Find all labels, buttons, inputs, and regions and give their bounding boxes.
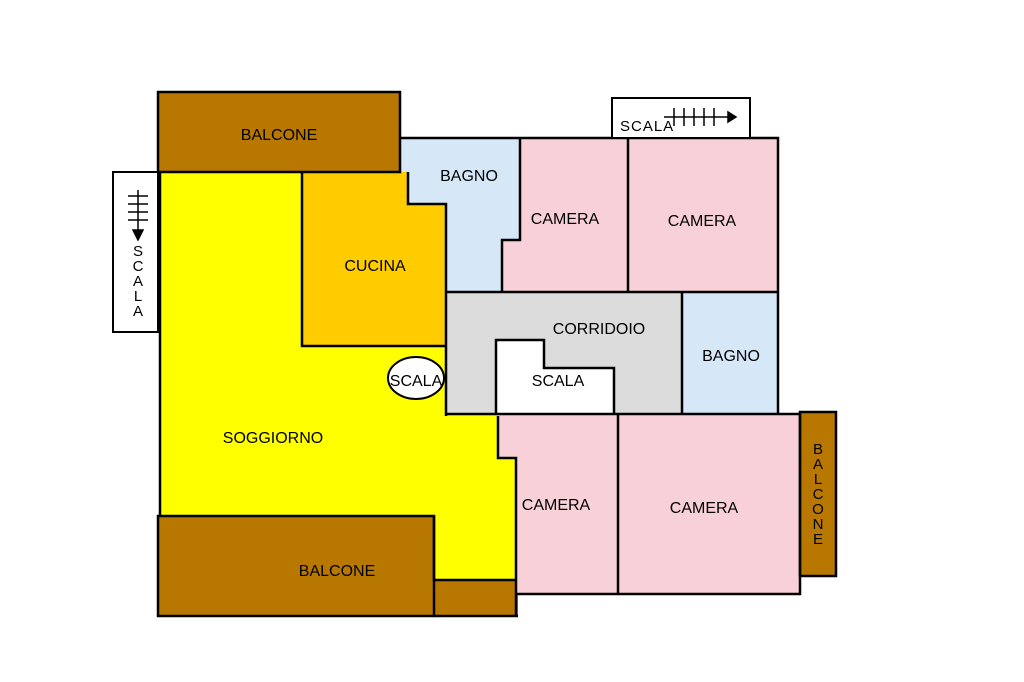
label-camera-3: CAMERA	[522, 497, 591, 514]
label-balcone-top: BALCONE	[241, 127, 317, 144]
label-camera-4: CAMERA	[670, 500, 739, 517]
label-scala-oval: SCALA	[390, 373, 443, 390]
label-balcone-bottom: BALCONE	[299, 563, 375, 580]
label-scala-top: SCALA	[620, 118, 674, 135]
walls	[156, 90, 838, 618]
soggiorno-area	[160, 172, 516, 580]
bagno-top-area	[400, 138, 520, 292]
label-soggiorno: SOGGIORNO	[223, 430, 323, 447]
label-camera-2: CAMERA	[668, 213, 737, 230]
balcone-right-area	[800, 412, 836, 576]
label-bagno-top: BAGNO	[440, 168, 498, 185]
camera-1-area	[502, 138, 628, 292]
label-camera-1: CAMERA	[531, 211, 600, 228]
camera-2-area	[628, 138, 778, 292]
balcone-top-area	[158, 92, 400, 172]
bagno-right-area	[682, 292, 778, 414]
stair-arrow-right-icon	[664, 108, 738, 126]
balcone-bottom-ext-area	[434, 580, 518, 616]
stair-arrow-down-icon	[128, 190, 148, 242]
cucina-area	[302, 172, 446, 346]
scala-left-box	[112, 171, 159, 333]
camera-4-area	[618, 414, 800, 594]
scala-top-box	[611, 97, 751, 139]
label-corridoio: CORRIDOIO	[553, 321, 645, 338]
scala-oval	[387, 356, 445, 400]
label-scala-inner: SCALA	[532, 373, 585, 390]
camera-3-area	[498, 416, 618, 594]
label-bagno-right: BAGNO	[702, 348, 760, 365]
balcone-bottom-area	[158, 516, 434, 616]
label-cucina: CUCINA	[344, 258, 406, 275]
scala-inner-area	[496, 340, 614, 414]
